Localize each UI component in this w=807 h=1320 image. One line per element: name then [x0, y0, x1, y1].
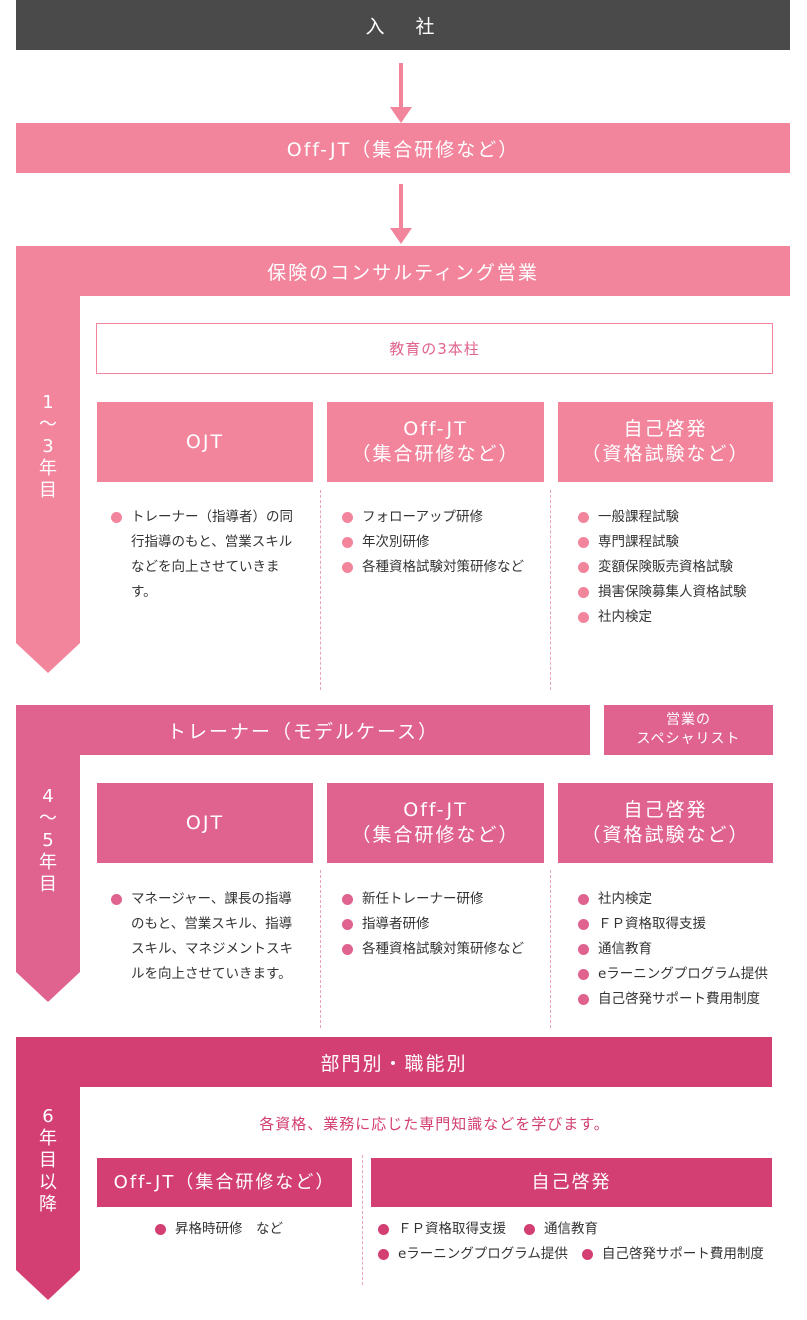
entry-bar: 入 社 [16, 0, 790, 50]
list-item: 通信教育 [524, 1217, 598, 1242]
list-item: 自己啓発サポート費用制度 [578, 987, 793, 1012]
list-item: 新任トレーナー研修 [342, 887, 532, 912]
stage3-self-box: 自己啓発 [371, 1158, 772, 1207]
stage2-offjt-list: 新任トレーナー研修 指導者研修 各種資格試験対策研修など [342, 887, 532, 962]
divider [320, 870, 321, 1028]
stage1-header: 保険のコンサルティング営業 [16, 246, 790, 296]
divider [362, 1155, 363, 1285]
stage1-self-list: 一般課程試験 専門課程試験 変額保険販売資格試験 損害保険募集人資格試験 社内検… [578, 505, 783, 630]
offjt-top-label: Off-JT（集合研修など） [286, 138, 520, 161]
list-item: 各種資格試験対策研修など [342, 555, 532, 580]
stage3-offjt-box: Off-JT（集合研修など） [97, 1158, 352, 1207]
stage2-side-arrow [16, 754, 80, 1002]
stage3-header: 部門別・職能別 [16, 1037, 772, 1087]
stage3-self-list: ＦＰ資格取得支援 通信教育 eラーニングプログラム提供 自己啓発サポート費用制度 [378, 1217, 778, 1267]
stage1-ojt-box: OJT [97, 402, 313, 482]
list-item: 各種資格試験対策研修など [342, 937, 532, 962]
list-item: 社内検定 [578, 605, 783, 630]
pillars-title-box: 教育の3本柱 [96, 323, 773, 374]
list-item: eラーニングプログラム提供 [378, 1242, 568, 1267]
stage2-self-box: 自己啓発（資格試験など） [558, 783, 773, 863]
stage2-offjt-box: Off-JT（集合研修など） [327, 783, 544, 863]
divider [550, 490, 551, 690]
stage1-header-label: 保険のコンサルティング営業 [267, 261, 539, 284]
stage3-side-arrow [16, 1086, 80, 1300]
specialist-box: 営業のスペシャリスト [604, 705, 773, 755]
down-arrow-icon [390, 184, 412, 246]
list-item: 年次別研修 [342, 530, 532, 555]
stage1-offjt-list: フォローアップ研修 年次別研修 各種資格試験対策研修など [342, 505, 532, 580]
pillars-title: 教育の3本柱 [389, 340, 480, 358]
down-arrow-icon [390, 63, 412, 125]
list-item: ＦＰ資格取得支援 [378, 1217, 506, 1242]
list-item: 自己啓発サポート費用制度 [581, 1242, 764, 1267]
stage2-self-list: 社内検定 ＦＰ資格取得支援 通信教育 eラーニングプログラム提供 自己啓発サポー… [578, 887, 793, 1012]
stage3-subtitle: 各資格、業務に応じた専門知識などを学びます。 [259, 1115, 610, 1133]
list-item: ＦＰ資格取得支援 [578, 912, 793, 937]
list-item: 一般課程試験 [578, 505, 783, 530]
stage3-offjt-list: 昇格時研修 など [155, 1217, 345, 1242]
stage1-offjt-box: Off-JT（集合研修など） [327, 402, 544, 482]
stage1-self-box: 自己啓発（資格試験など） [558, 402, 773, 482]
stage3-header-label: 部門別・職能別 [320, 1052, 468, 1075]
list-item: 専門課程試験 [578, 530, 783, 555]
stage2-header: トレーナー（モデルケース） [16, 705, 590, 755]
list-item: 変額保険販売資格試験 [578, 555, 783, 580]
list-item: フォローアップ研修 [342, 505, 532, 530]
list-item: 社内検定 [578, 887, 793, 912]
divider [550, 870, 551, 1028]
divider [320, 490, 321, 690]
stage1-ojt-text: トレーナー（指導者）の同行指導のもと、営業スキルなどを向上させていきます。 [111, 505, 301, 605]
list-item: 指導者研修 [342, 912, 532, 937]
stage2-ojt-box: OJT [97, 783, 313, 863]
list-item: eラーニングプログラム提供 [578, 962, 793, 987]
list-item: 損害保険募集人資格試験 [578, 580, 783, 605]
list-item: 昇格時研修 など [155, 1217, 345, 1242]
offjt-top-bar: Off-JT（集合研修など） [16, 123, 790, 173]
stage2-ojt-text: マネージャー、課長の指導のもと、営業スキル、指導スキル、マネジメントスキルを向上… [111, 887, 301, 987]
stage2-header-label: トレーナー（モデルケース） [166, 720, 440, 743]
list-item: 通信教育 [578, 937, 793, 962]
entry-label: 入 社 [365, 15, 441, 38]
stage1-side-arrow [16, 295, 80, 673]
